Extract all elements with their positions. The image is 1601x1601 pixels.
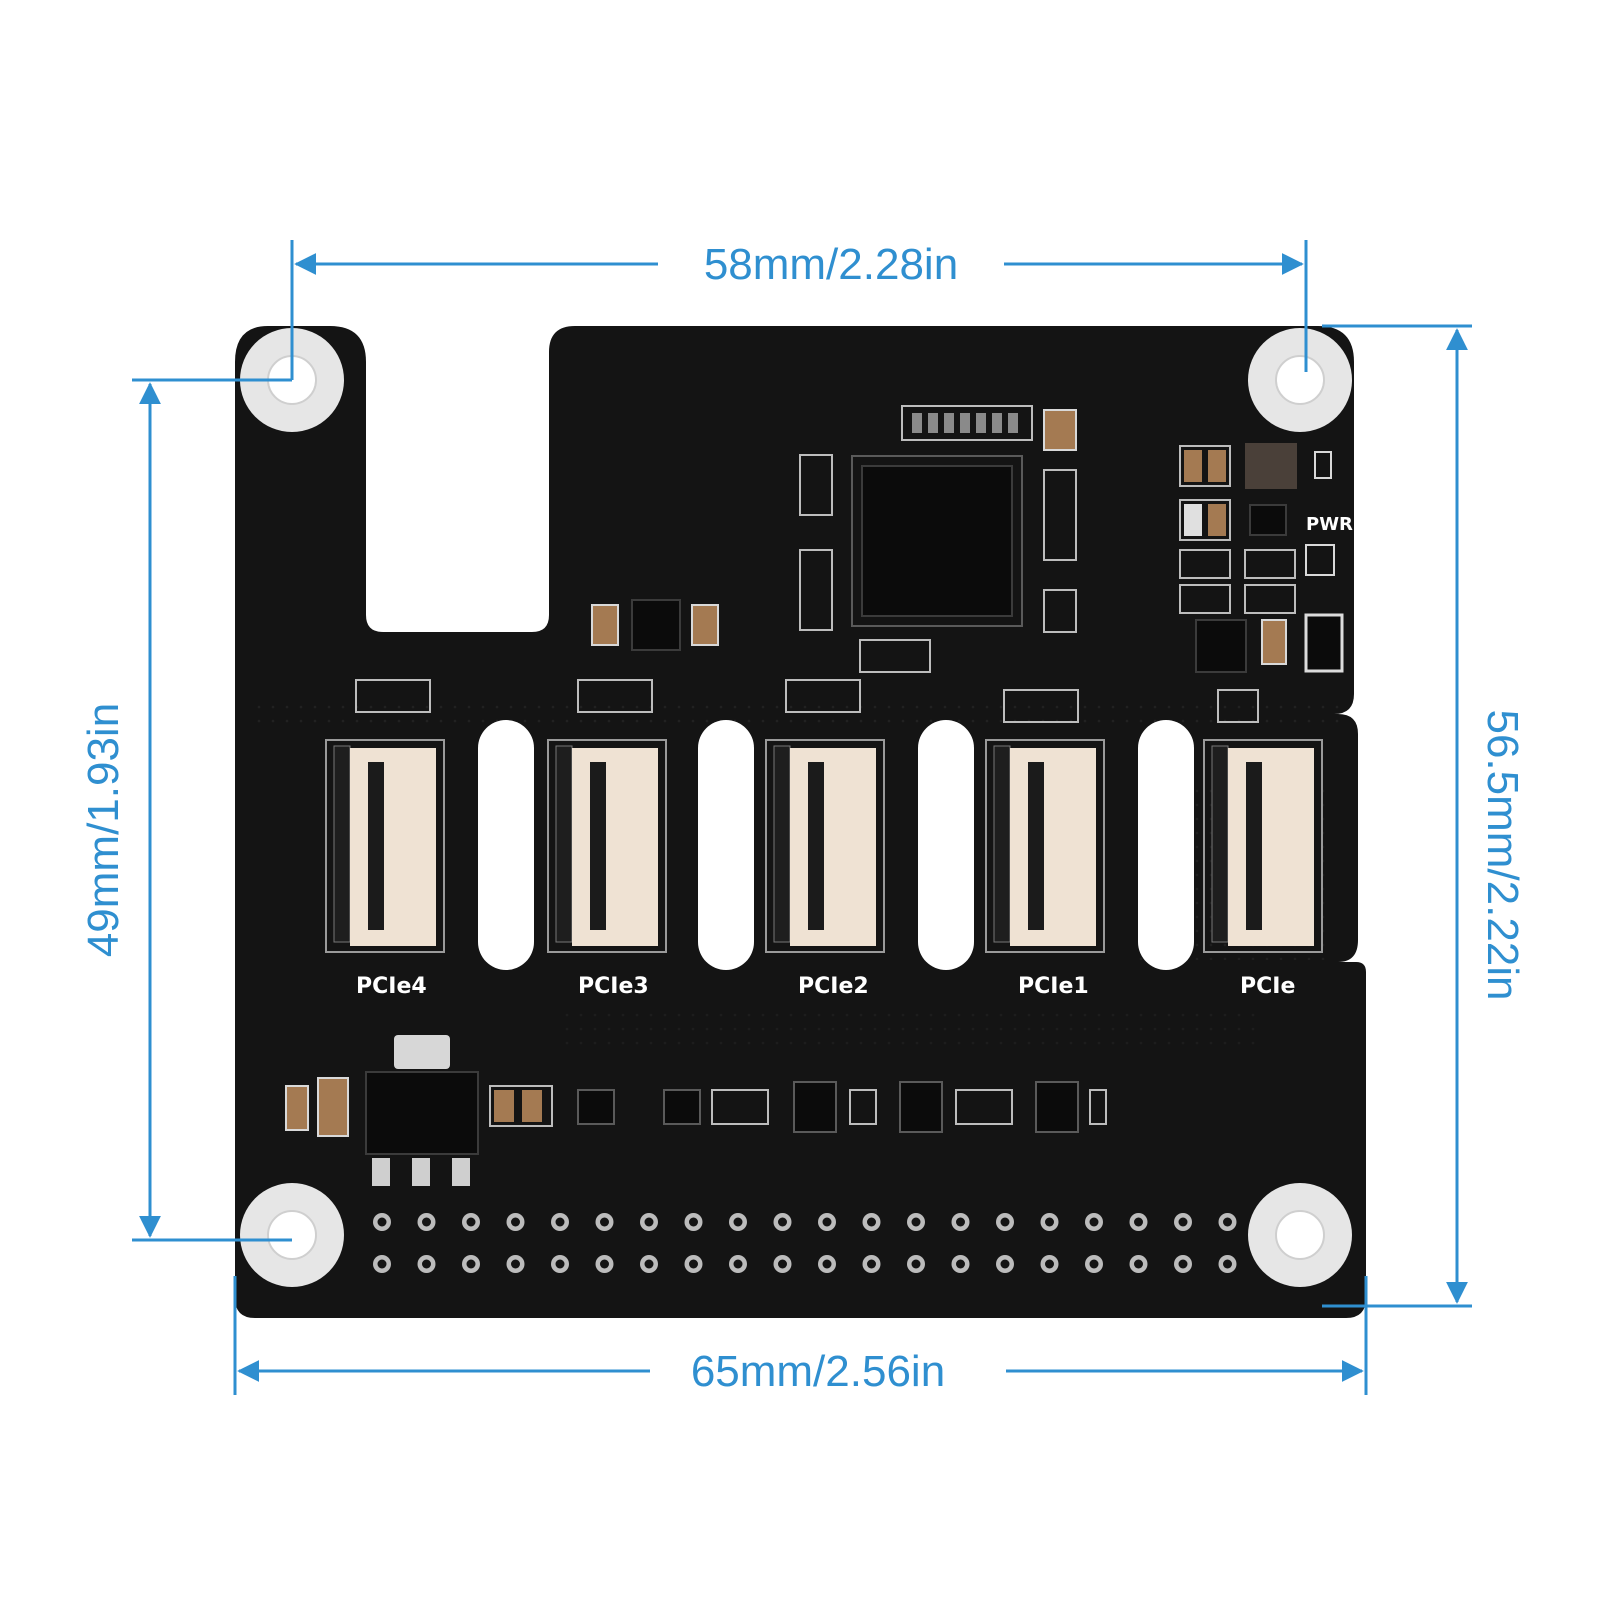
gpio-pin-hole bbox=[466, 1259, 476, 1269]
pcie-connector-0[interactable] bbox=[1203, 689, 1323, 953]
dimension-top: 58mm/2.28in bbox=[290, 240, 1308, 380]
gpio-pin-hole bbox=[822, 1217, 832, 1227]
mounting-hole-top-right bbox=[1248, 328, 1352, 432]
gpio-pin-hole bbox=[1045, 1259, 1054, 1269]
pcie-slot-3 bbox=[918, 720, 974, 970]
lower-passives-left bbox=[285, 1077, 349, 1137]
pcie2-label: PCIe2 bbox=[798, 974, 869, 999]
main-chip bbox=[851, 455, 1023, 627]
pcb-board: PWR PCIe4 PCIe3 bbox=[235, 326, 1366, 1318]
pcie3-label: PCIe3 bbox=[578, 974, 649, 999]
gpio-pin-hole bbox=[778, 1259, 787, 1269]
gpio-pin-hole bbox=[689, 1259, 698, 1269]
gpio-pin-hole bbox=[911, 1259, 921, 1269]
gpio-pin-hole bbox=[422, 1217, 431, 1227]
gpio-pin-hole bbox=[377, 1217, 387, 1227]
gpio-pin-hole bbox=[956, 1217, 965, 1227]
pcie1-label: PCIe1 bbox=[1018, 974, 1089, 999]
top-width-label: 58mm/2.28in bbox=[704, 240, 958, 289]
gpio-pin-hole bbox=[1134, 1217, 1143, 1227]
dimension-right: 56.5mm/2.22in bbox=[1322, 324, 1527, 1308]
gpio-pin-hole bbox=[466, 1217, 476, 1227]
gpio-pin-hole bbox=[1089, 1217, 1099, 1227]
gpio-header bbox=[373, 1213, 1237, 1273]
dimension-left: 49mm/1.93in bbox=[79, 378, 292, 1242]
pcie-connector-3[interactable] bbox=[547, 679, 667, 953]
gpio-pin-hole bbox=[778, 1217, 787, 1227]
mounting-hole-bottom-right bbox=[1248, 1183, 1352, 1287]
gpio-pin-hole bbox=[511, 1217, 520, 1227]
gpio-pin-hole bbox=[1045, 1217, 1054, 1227]
gpio-pin-hole bbox=[600, 1259, 609, 1269]
gpio-pin-hole bbox=[1178, 1259, 1188, 1269]
pcie-slot-1 bbox=[478, 720, 534, 970]
gpio-pin-hole bbox=[689, 1217, 698, 1227]
gpio-pin-hole bbox=[511, 1259, 520, 1269]
gpio-pin-hole bbox=[733, 1259, 743, 1269]
gpio-pin-hole bbox=[956, 1259, 965, 1269]
pcie-slot-4 bbox=[1138, 720, 1194, 970]
gpio-pin-hole bbox=[377, 1259, 387, 1269]
right-height-label: 56.5mm/2.22in bbox=[1478, 709, 1527, 1000]
regulator-top bbox=[591, 599, 719, 651]
mounting-hole-bottom-left bbox=[240, 1183, 344, 1287]
gpio-pin-hole bbox=[822, 1259, 832, 1269]
pcie-connector-4[interactable] bbox=[325, 679, 445, 953]
pcie-connector-1[interactable] bbox=[985, 689, 1105, 953]
pcie-slot-2 bbox=[698, 720, 754, 970]
lower-component-row bbox=[489, 1081, 1107, 1133]
voltage-regulator bbox=[365, 1035, 479, 1186]
gpio-pin-hole bbox=[1000, 1259, 1010, 1269]
gpio-pin-hole bbox=[867, 1259, 876, 1269]
pcie-label: PCIe bbox=[1240, 974, 1295, 999]
gpio-pin-hole bbox=[867, 1217, 876, 1227]
gpio-pin-hole bbox=[555, 1217, 565, 1227]
gpio-pin-hole bbox=[1089, 1259, 1099, 1269]
pwr-label: PWR bbox=[1306, 514, 1353, 535]
left-height-label: 49mm/1.93in bbox=[79, 703, 128, 957]
gpio-pin-hole bbox=[1223, 1217, 1232, 1227]
via-field bbox=[560, 1010, 1260, 1050]
gpio-pin-hole bbox=[1000, 1217, 1010, 1227]
power-components bbox=[1179, 443, 1344, 673]
bottom-width-label: 65mm/2.56in bbox=[691, 1347, 945, 1396]
pcie-connector-2[interactable] bbox=[765, 679, 885, 953]
chip-resistor-row bbox=[901, 405, 1033, 441]
gpio-pin-hole bbox=[733, 1217, 743, 1227]
gpio-pin-hole bbox=[600, 1217, 609, 1227]
gpio-pin-hole bbox=[1223, 1259, 1232, 1269]
chip-resistor-column bbox=[799, 409, 1077, 673]
dimension-bottom: 65mm/2.56in bbox=[233, 1276, 1368, 1396]
gpio-pin-hole bbox=[555, 1259, 565, 1269]
gpio-pin-hole bbox=[644, 1259, 654, 1269]
gpio-pin-hole bbox=[644, 1217, 654, 1227]
gpio-pin-hole bbox=[911, 1217, 921, 1227]
gpio-pin-hole bbox=[1134, 1259, 1143, 1269]
gpio-pin-hole bbox=[422, 1259, 431, 1269]
pcie4-label: PCIe4 bbox=[356, 974, 427, 999]
gpio-pin-hole bbox=[1178, 1217, 1188, 1227]
